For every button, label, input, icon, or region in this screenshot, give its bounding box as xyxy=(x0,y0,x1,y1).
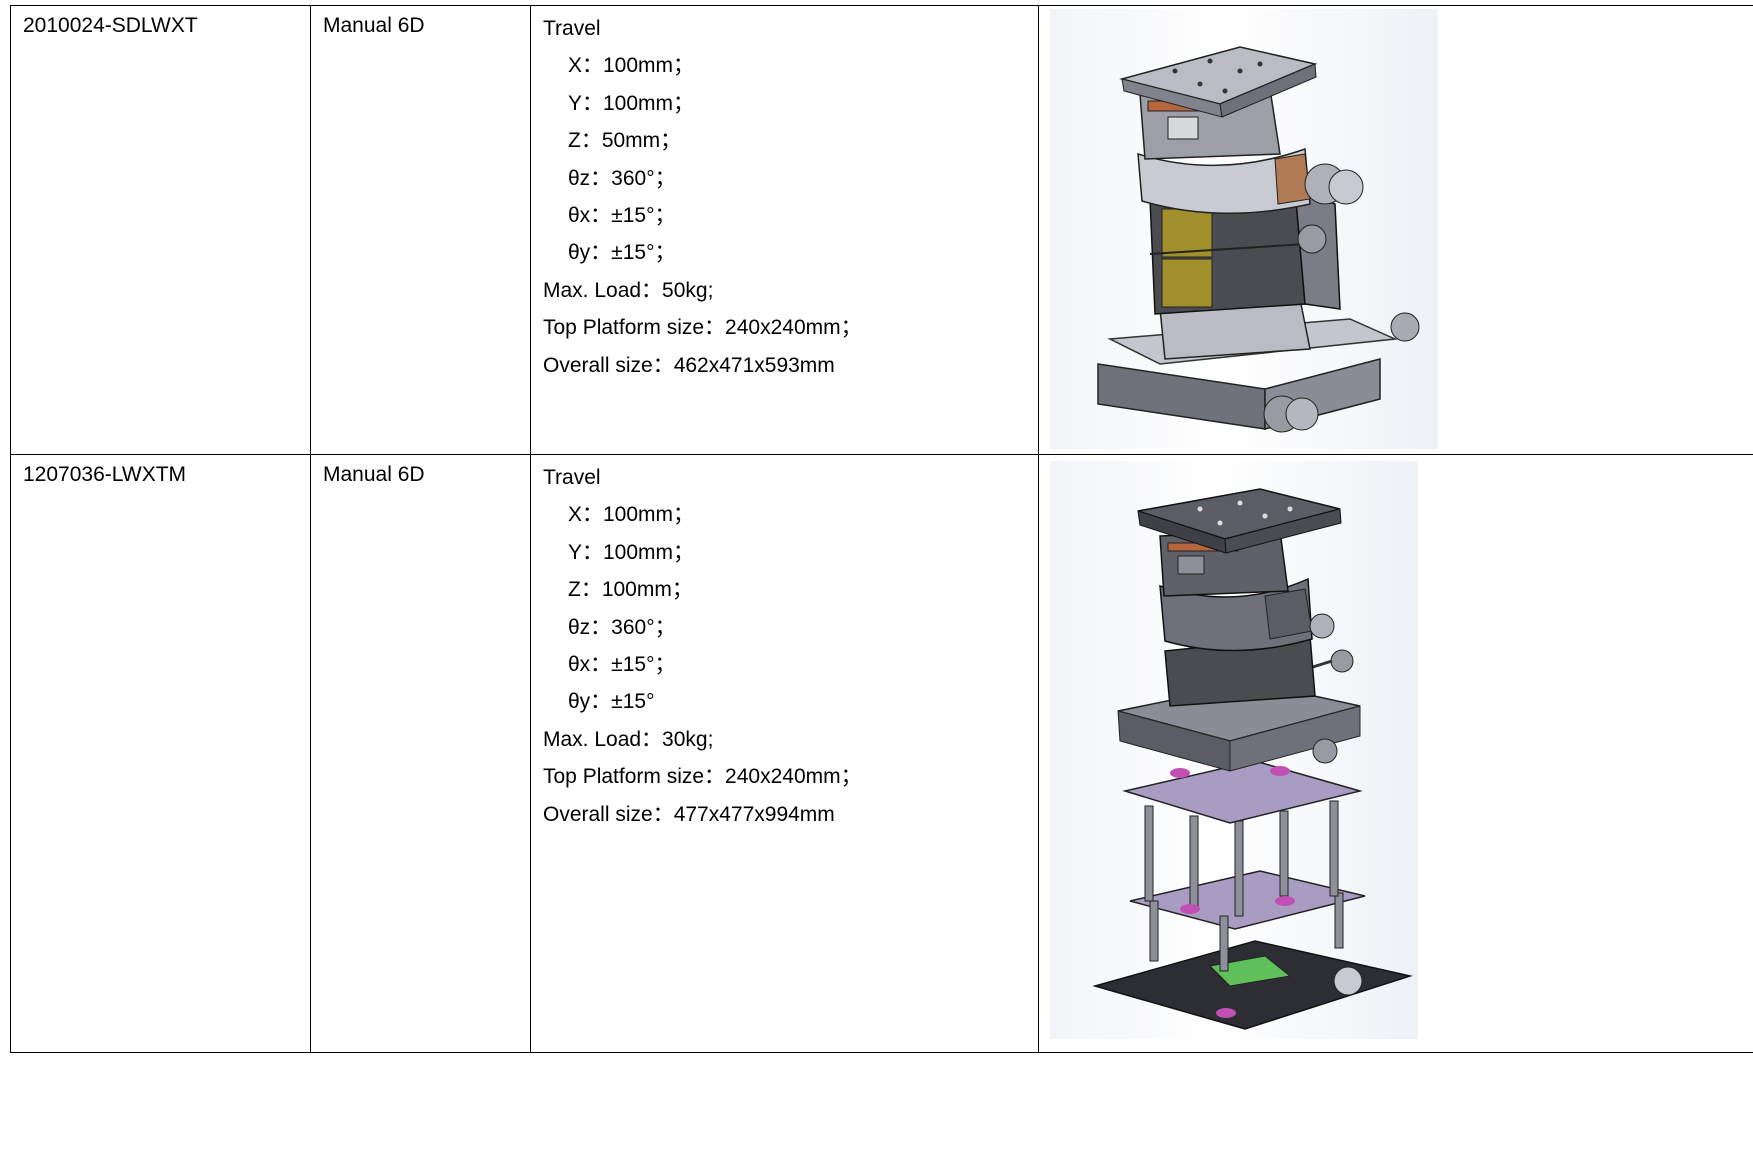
max-load: Max. Load：50kg; xyxy=(543,278,714,302)
travel-z: Z：100mm； xyxy=(568,578,693,602)
stage-type: Manual 6D xyxy=(323,463,425,486)
travel-theta-y: θy：±15° xyxy=(568,690,655,714)
travel-theta-x: θx：±15°； xyxy=(568,203,676,227)
stage-render-drawing xyxy=(1097,46,1420,433)
travel-theta-z: θz：360°； xyxy=(568,166,676,190)
stage-render-image xyxy=(1050,461,1418,1039)
spec-heading: Travel xyxy=(543,17,601,40)
model-cell: 2010024-SDLWXT xyxy=(10,5,311,455)
type-cell: Manual 6D xyxy=(310,5,531,455)
travel-z: Z：50mm； xyxy=(568,129,682,153)
travel-x: X：100mm； xyxy=(568,503,695,527)
stage-type: Manual 6D xyxy=(323,14,425,37)
overall-size: Overall size：462x471x593mm xyxy=(543,353,835,377)
overall-size: Overall size：477x477x994mm xyxy=(543,802,835,826)
image-cell xyxy=(1038,5,1753,455)
table-row: 2010024-SDLWXT Manual 6D Travel X：100mm；… xyxy=(10,5,1753,455)
top-platform-size: Top Platform size：240x240mm； xyxy=(543,316,862,340)
travel-y: Y：100mm； xyxy=(568,91,695,115)
travel-x: X：100mm； xyxy=(568,54,695,78)
model-cell: 1207036-LWXTM xyxy=(10,454,311,1053)
image-cell xyxy=(1038,454,1753,1053)
stage-render-drawing xyxy=(1092,488,1413,1030)
travel-theta-z: θz：360°； xyxy=(568,615,676,639)
model-number: 1207036-LWXTM xyxy=(23,463,187,486)
spec-table: 2010024-SDLWXT Manual 6D Travel X：100mm；… xyxy=(10,5,1753,1053)
travel-theta-x: θx：±15°； xyxy=(568,652,676,676)
max-load: Max. Load：30kg; xyxy=(543,727,714,751)
spec-cell: Travel X：100mm； Y：100mm； Z：50mm； θz：360°… xyxy=(530,5,1039,455)
spec-cell: Travel X：100mm； Y：100mm； Z：100mm； θz：360… xyxy=(530,454,1039,1053)
table-row: 1207036-LWXTM Manual 6D Travel X：100mm； … xyxy=(10,454,1753,1053)
spec-heading: Travel xyxy=(543,466,601,489)
travel-y: Y：100mm； xyxy=(568,540,695,564)
model-number: 2010024-SDLWXT xyxy=(23,14,198,37)
travel-theta-y: θy：±15°； xyxy=(568,241,676,265)
stage-render-image xyxy=(1050,9,1438,449)
top-platform-size: Top Platform size：240x240mm； xyxy=(543,765,862,789)
type-cell: Manual 6D xyxy=(310,454,531,1053)
